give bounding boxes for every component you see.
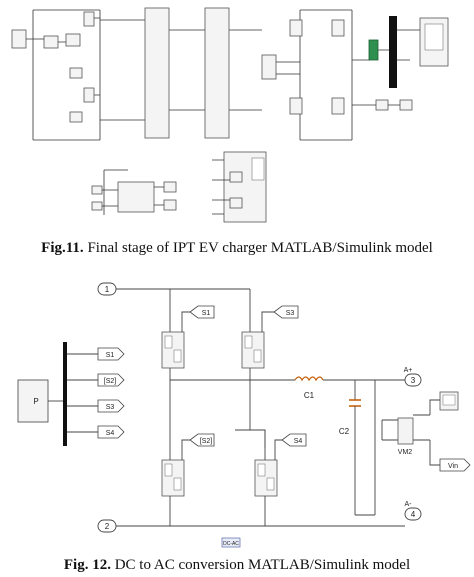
port-4[interactable]: A- 4 (405, 501, 422, 521)
signal-s3-label: S3 (106, 404, 115, 411)
fig12-caption: Fig. 12. DC to AC conversion MATLAB/Simu… (0, 557, 474, 574)
control-input-1[interactable] (91, 185, 103, 195)
fig12-caption-prefix: Fig. 12. (63, 557, 111, 573)
diode-icon (253, 349, 262, 363)
control-input-2[interactable] (91, 201, 103, 211)
output-diode-2[interactable] (289, 97, 303, 115)
powergui-block[interactable]: DC-AC (221, 537, 241, 548)
port-4-label: 4 (411, 510, 416, 519)
converter-blocks (100, 7, 277, 139)
pulse-source-block[interactable]: P (17, 379, 49, 423)
scope-block[interactable] (439, 391, 459, 411)
gate-tag-s2[interactable]: [S2] (181, 433, 215, 460)
pwm-controller-block[interactable] (117, 181, 155, 213)
fig12-caption-text: DC to AC conversion MATLAB/Simulink mode… (110, 557, 411, 573)
powergui-label: DC-AC (223, 541, 239, 547)
voltage-measurement-block[interactable]: VM2 (397, 417, 414, 456)
control-output-1[interactable] (163, 181, 177, 193)
scope-screen-icon (424, 23, 444, 51)
diode-icon (173, 477, 182, 491)
vin-label: Vin (448, 463, 458, 470)
mux-input-1[interactable] (229, 171, 243, 183)
battery-icon[interactable] (368, 39, 379, 61)
signal-s1-label: S1 (106, 352, 115, 359)
inductor-label: C1 (304, 391, 315, 400)
gate-tag-s3[interactable]: S3 (261, 305, 299, 332)
fig11-caption-prefix: Fig.11. (41, 240, 84, 256)
gain-out-block[interactable] (399, 99, 413, 111)
gate-tag-s2-label: [S2] (200, 438, 213, 445)
source-section (11, 9, 101, 141)
scope-screen-icon (442, 394, 456, 406)
gate-tag-block-2[interactable] (69, 111, 83, 123)
demux-bar[interactable] (63, 342, 67, 446)
dc-ac-diagram: 1 2 S1 S3 [S2] (17, 282, 471, 548)
pulse-source-label: P (33, 397, 38, 406)
output-diode-4[interactable] (331, 97, 345, 115)
bus-selector-block[interactable] (389, 16, 397, 88)
output-diode-1[interactable] (289, 19, 303, 37)
gate-tag-s3-label: S3 (286, 310, 295, 317)
port-2[interactable]: 2 (97, 519, 117, 533)
ac-source-block[interactable] (11, 29, 27, 49)
gate-tag-s1[interactable]: S1 (181, 305, 215, 332)
gain-block[interactable] (65, 33, 81, 47)
gate-tag-s4[interactable]: S4 (274, 433, 307, 460)
diode-upper-block[interactable] (83, 11, 95, 27)
port-1-label: 1 (105, 285, 110, 294)
control-output-2[interactable] (163, 199, 177, 211)
switch-s4[interactable] (254, 459, 278, 497)
diode-lower-block[interactable] (83, 87, 95, 103)
signal-tag-s4[interactable]: S4 (97, 425, 125, 439)
mux-screen-icon (251, 157, 265, 181)
vm-label: VM2 (398, 449, 413, 456)
display-block[interactable] (375, 99, 389, 111)
switch-s3[interactable] (241, 331, 265, 369)
port-3[interactable]: A+ 3 (404, 367, 422, 387)
terminal-plus-label: A+ (404, 367, 413, 374)
switch-s2[interactable] (161, 459, 185, 497)
signal-tag-s2[interactable]: [S2] (97, 373, 125, 387)
coupled-coil-block[interactable] (261, 54, 277, 80)
diode-icon (173, 349, 182, 363)
mux-input-2[interactable] (229, 197, 243, 209)
fig11-caption-text: Final stage of IPT EV charger MATLAB/Sim… (83, 240, 433, 256)
capacitor-c2[interactable]: C2 (339, 399, 361, 436)
switch-s1[interactable] (161, 331, 185, 369)
rectifier-block[interactable] (144, 7, 170, 139)
capacitor-label: C2 (339, 427, 350, 436)
mosfet-icon (164, 463, 173, 477)
gate-tag-s1-label: S1 (202, 310, 211, 317)
output-diode-3[interactable] (331, 19, 345, 37)
mosfet-icon (257, 463, 266, 477)
port-3-label: 3 (411, 376, 416, 385)
inductor-c1[interactable]: C1 (294, 376, 324, 400)
power-wiring (116, 288, 440, 527)
control-section (91, 151, 267, 223)
terminal-minus-label: A- (405, 501, 413, 508)
gate-tag-block[interactable] (69, 67, 83, 79)
vin-goto-tag[interactable]: Vin (439, 458, 471, 472)
port-1[interactable]: 1 (97, 282, 117, 296)
mosfet-icon (164, 335, 173, 349)
diode-icon (266, 477, 275, 491)
mosfet-icon (244, 335, 253, 349)
measure-block[interactable] (43, 35, 59, 49)
signal-tag-s3[interactable]: S3 (97, 399, 125, 413)
ipt-charger-diagram (11, 7, 449, 223)
signal-tag-s1[interactable]: S1 (97, 347, 125, 361)
port-2-label: 2 (105, 522, 110, 531)
signal-s4-label: S4 (106, 430, 115, 437)
output-section (276, 9, 449, 141)
demux-wires (67, 353, 98, 433)
gate-tag-s4-label: S4 (294, 438, 303, 445)
switch-leads (169, 430, 266, 500)
signal-s2-label: [S2] (104, 378, 117, 385)
fig11-caption: Fig.11. Final stage of IPT EV charger MA… (0, 240, 474, 257)
inverter-block[interactable] (204, 7, 230, 139)
